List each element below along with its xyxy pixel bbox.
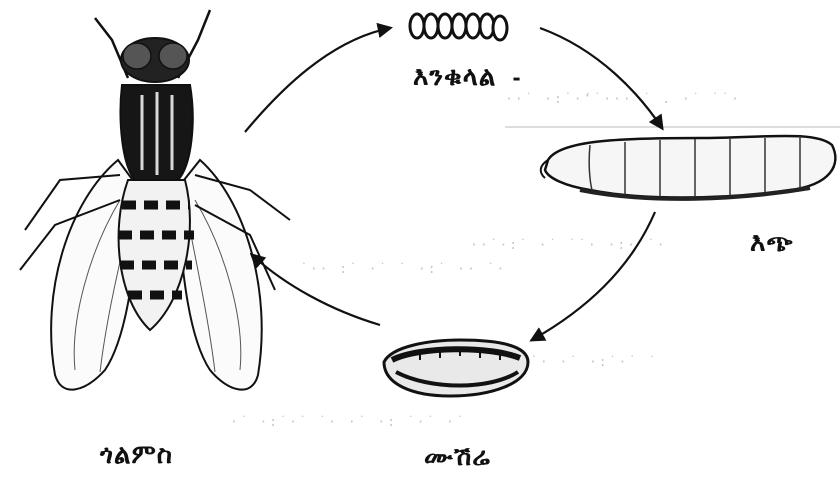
- egg-label: እንቁላል -: [413, 62, 522, 93]
- egg-label-dash: -: [512, 66, 521, 90]
- arrow-pupa-to-adult: [252, 255, 380, 325]
- right-eye: [159, 43, 187, 69]
- pupa-illustration: [384, 340, 528, 396]
- arrow-adult-to-egg: [245, 28, 390, 132]
- arrow-egg-to-larva: [540, 28, 662, 128]
- pupa-label: ሙሽሬ: [424, 442, 491, 473]
- larva-label: እጭ: [750, 228, 794, 259]
- egg-cluster-illustration: [410, 14, 507, 40]
- adult-fly-illustration: [20, 10, 290, 390]
- left-eye: [123, 43, 151, 69]
- arrow-larva-to-pupa: [532, 212, 655, 340]
- adult-label: ጎልምስ: [100, 440, 173, 471]
- larva-illustration: [541, 136, 836, 199]
